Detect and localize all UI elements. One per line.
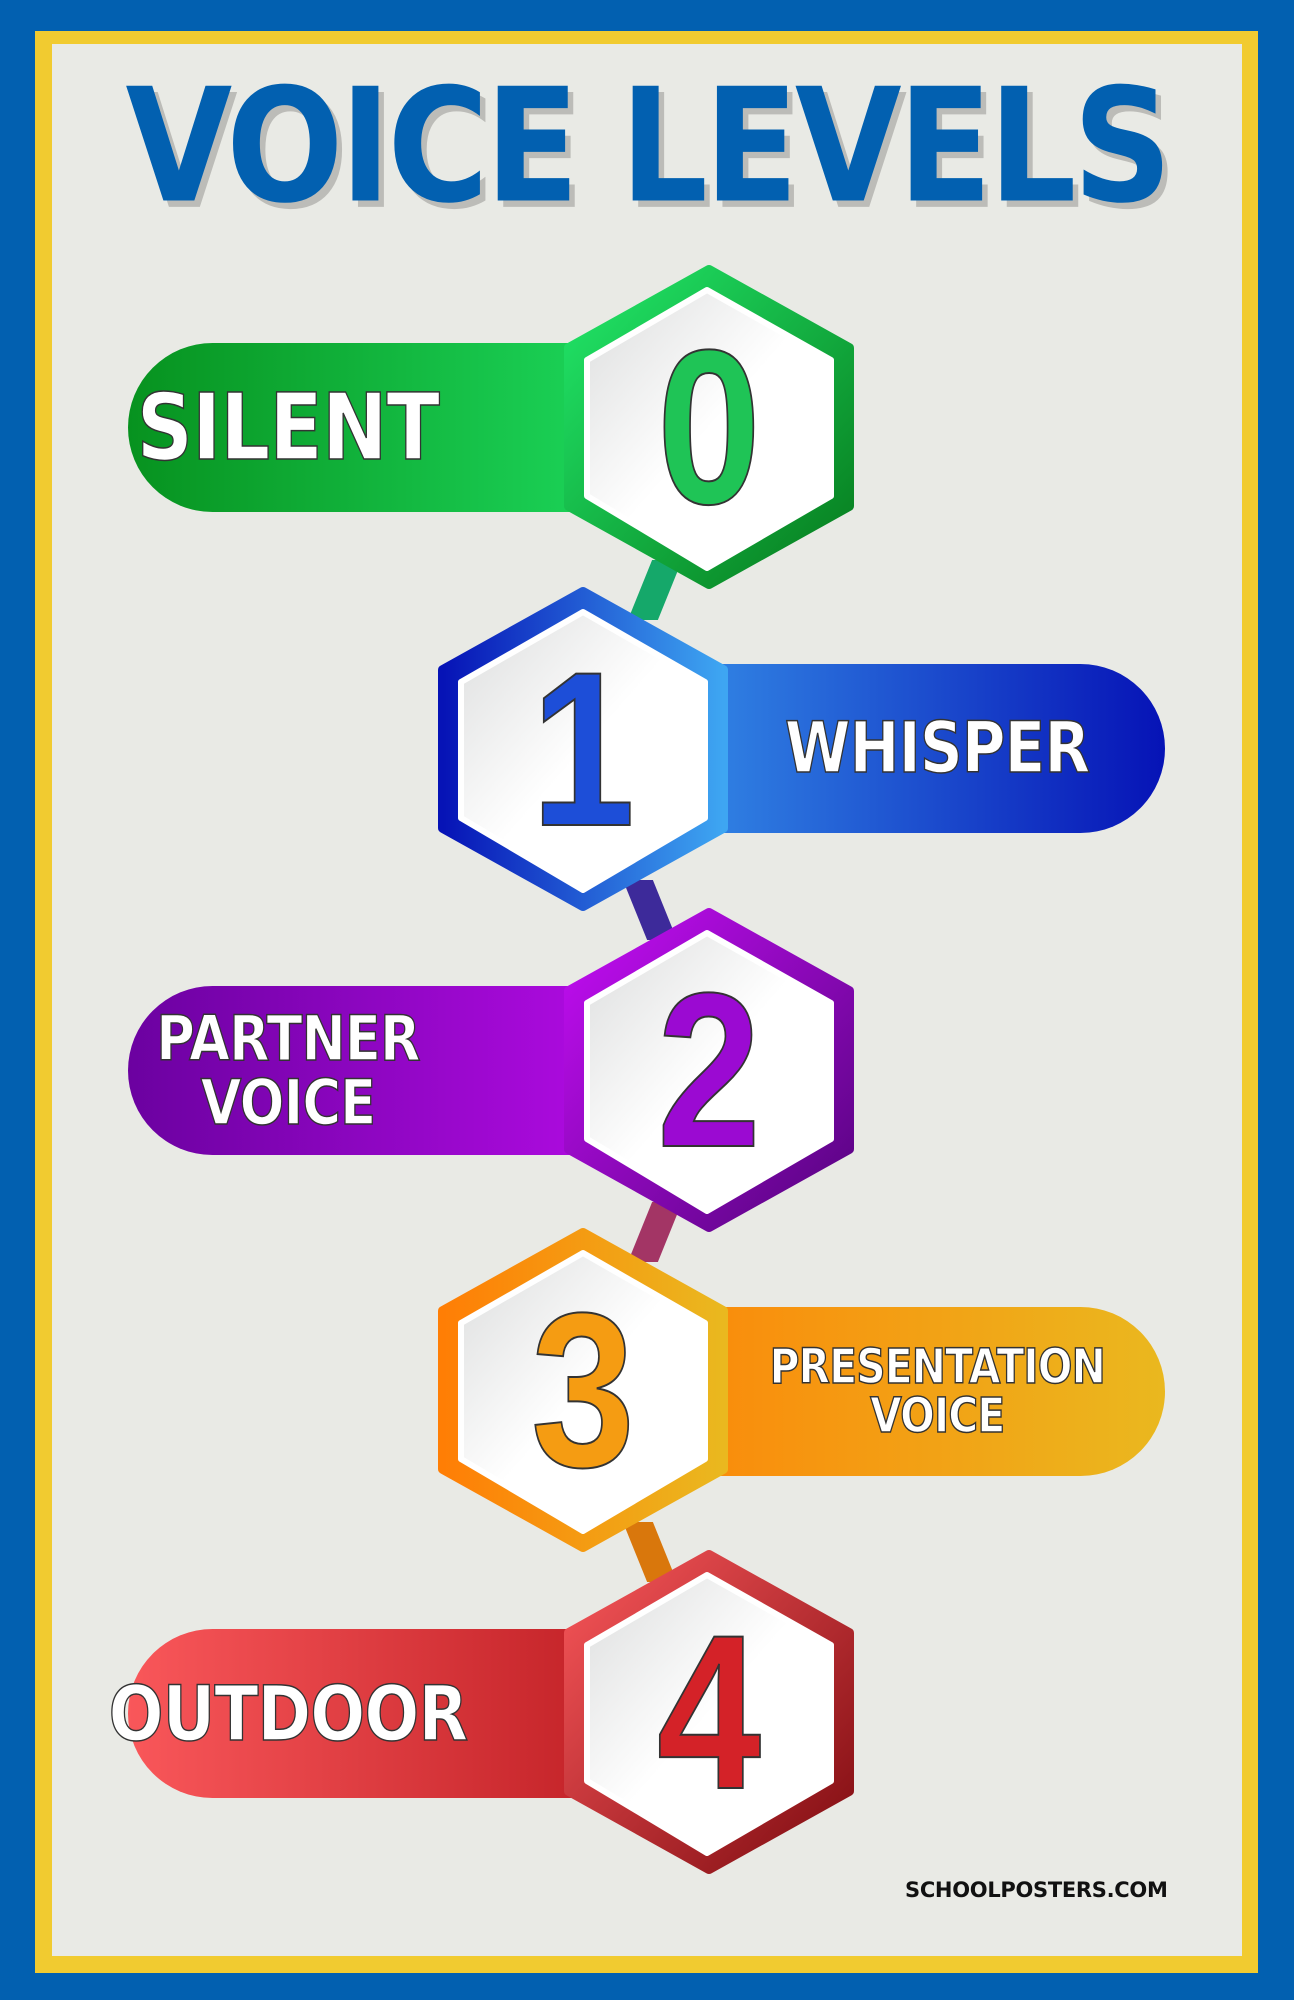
level-2-hexagon: 2 (564, 908, 859, 1233)
level-1-number: 1 (530, 625, 636, 873)
level-0-hexagon: 0 (564, 265, 859, 590)
level-4-hexagon: 4 (564, 1550, 859, 1875)
level-3-number: 3 (530, 1266, 636, 1514)
level-1-hexagon: 1 (438, 587, 733, 912)
level-4-number: 4 (656, 1588, 762, 1836)
poster-title: VOICE LEVELS (125, 55, 1172, 239)
footer-website: SCHOOLPOSTERS.COM (905, 1878, 1168, 1902)
level-3-label: PRESENTATION VOICE (769, 1338, 1106, 1444)
level-3-hexagon: 3 (438, 1228, 733, 1553)
level-1-label: WHISPER (785, 706, 1092, 789)
level-2-number: 2 (656, 946, 762, 1194)
level-4-label: OUTDOOR (108, 1668, 469, 1758)
level-2-label: PARTNER VOICE (156, 1002, 422, 1139)
level-0-label: SILENT (136, 373, 440, 481)
level-0-number: 0 (656, 303, 762, 551)
